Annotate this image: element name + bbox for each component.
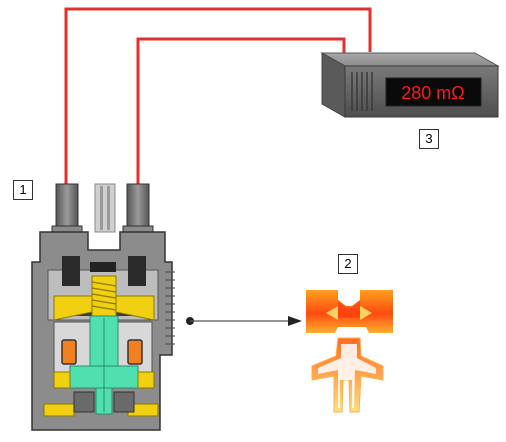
callout-meter: 3 bbox=[419, 129, 439, 149]
coil-right bbox=[127, 339, 143, 365]
sensor-cross-section-icon bbox=[31, 183, 175, 431]
meter-reading: 280 mΩ bbox=[401, 83, 464, 103]
wire-inner bbox=[136, 37, 346, 190]
meter-vent-slots bbox=[351, 72, 373, 111]
coil-left bbox=[61, 339, 77, 365]
sensor-center-stem bbox=[94, 183, 116, 233]
measurement-wires bbox=[64, 7, 372, 190]
meter-top bbox=[320, 52, 500, 67]
callout-sensor: 1 bbox=[13, 180, 33, 200]
weld-joint-icon bbox=[306, 290, 393, 413]
resistance-meter-icon: 280 mΩ bbox=[320, 52, 500, 118]
housing-threads bbox=[165, 271, 175, 345]
pointer-arrow-icon bbox=[186, 316, 302, 326]
callout-weld-detail: 2 bbox=[338, 254, 358, 274]
wire-outer bbox=[64, 7, 372, 190]
meter-display bbox=[385, 77, 482, 107]
